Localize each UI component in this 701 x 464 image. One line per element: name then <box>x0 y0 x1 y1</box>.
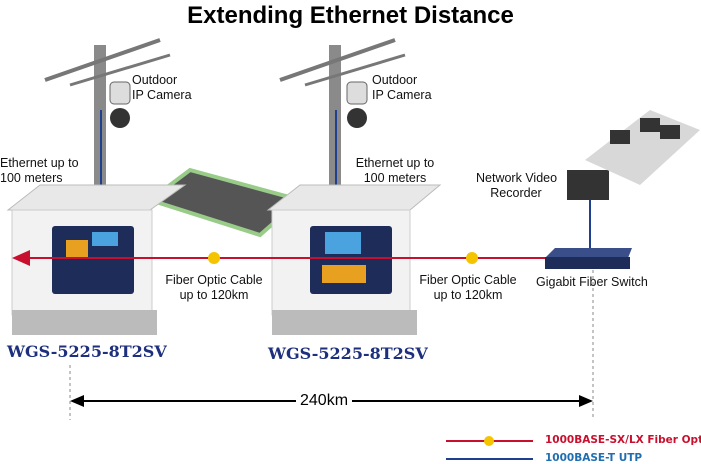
fiber-badge-icon <box>466 252 478 264</box>
arrow-left-icon <box>70 395 84 407</box>
ethernet-label-2: Ethernet up to 100 meters <box>355 156 435 185</box>
cabinet-2 <box>266 184 442 335</box>
nvr-label: Network Video Recorder <box>476 171 558 200</box>
arrow-left-icon <box>12 250 30 266</box>
fiber-label-1: Fiber Optic Cable up to 120km <box>165 273 263 302</box>
legend-utp: 1000BASE-T UTP <box>545 452 643 464</box>
camera-icon <box>109 81 131 128</box>
camera-label-2: Outdoor IP Camera <box>372 73 432 102</box>
cabinet-1 <box>6 184 187 335</box>
fiber-label-2: Fiber Optic Cable up to 120km <box>419 273 517 302</box>
ethernet-label-1: Ethernet up to 100 meters <box>0 156 79 185</box>
nvr-image <box>567 170 609 200</box>
camera-label-1: Outdoor IP Camera <box>132 73 192 102</box>
fiber-badge-icon <box>208 252 220 264</box>
model-label-1: WGS-5225-8T2SV <box>7 342 167 361</box>
fiber-badge-icon <box>484 436 494 446</box>
distance-label: 240km <box>296 391 353 410</box>
legend-fiber: 1000BASE-SX/LX Fiber Optic <box>545 434 701 446</box>
model-label-2: WGS-5225-8T2SV <box>268 344 428 363</box>
switch-label: Gigabit Fiber Switch <box>536 275 648 289</box>
page-title: Extending Ethernet Distance <box>187 2 514 29</box>
arrow-right-icon <box>579 395 593 407</box>
gigabit-switch-image <box>545 248 632 269</box>
camera-icon <box>346 81 368 128</box>
